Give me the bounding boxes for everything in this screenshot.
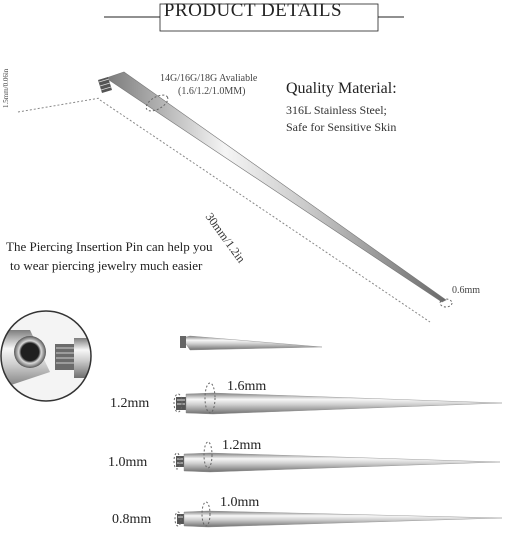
description: The Piercing Insertion Pin can help you … [6, 237, 213, 275]
gauge-spec: 14G/16G/18G Avaliable (1.6/1.2/1.0MM) [160, 72, 257, 98]
size-thread-2: 1.0mm [108, 455, 148, 470]
size-base-3: 1.0mm [220, 495, 260, 510]
size-base-1: 1.6mm [227, 379, 267, 394]
large-taper-pin [98, 71, 447, 303]
tip-diameter-marker [439, 298, 453, 308]
quality-body: 316L Stainless Steel; Safe for Sensitive… [286, 102, 396, 136]
tip-label: 0.6mm [452, 285, 481, 296]
base-diameter-marker [145, 94, 169, 112]
quality-title: Quality Material: [286, 80, 397, 97]
page-title: PRODUCT DETAILS [163, 0, 343, 21]
gauge-sizes: (1.6/1.2/1.0MM) [178, 86, 246, 97]
gauge-list: 14G/16G/18G Avaliable [160, 73, 258, 84]
quality-line-2: Safe for Sensitive Skin [286, 120, 397, 134]
pin-0-8mm [174, 501, 503, 528]
title-box [159, 3, 379, 32]
size-base-2: 1.2mm [222, 438, 262, 453]
description-line-2: to wear piercing jewelry much easier [10, 258, 203, 273]
closeup-frame [0, 310, 92, 402]
thread-closeup [1, 311, 91, 401]
description-line-1: The Piercing Insertion Pin can help you [6, 239, 213, 254]
pin-1-0mm [173, 441, 501, 473]
quality-line-1: 316L Stainless Steel; [286, 103, 387, 117]
thread-diameter-label: 1.5mm/0.06in [2, 68, 10, 108]
pin-1-2mm [173, 382, 503, 415]
small-angled-pin [180, 335, 323, 351]
size-thread-1: 1.2mm [110, 396, 150, 411]
size-thread-3: 0.8mm [112, 512, 152, 527]
